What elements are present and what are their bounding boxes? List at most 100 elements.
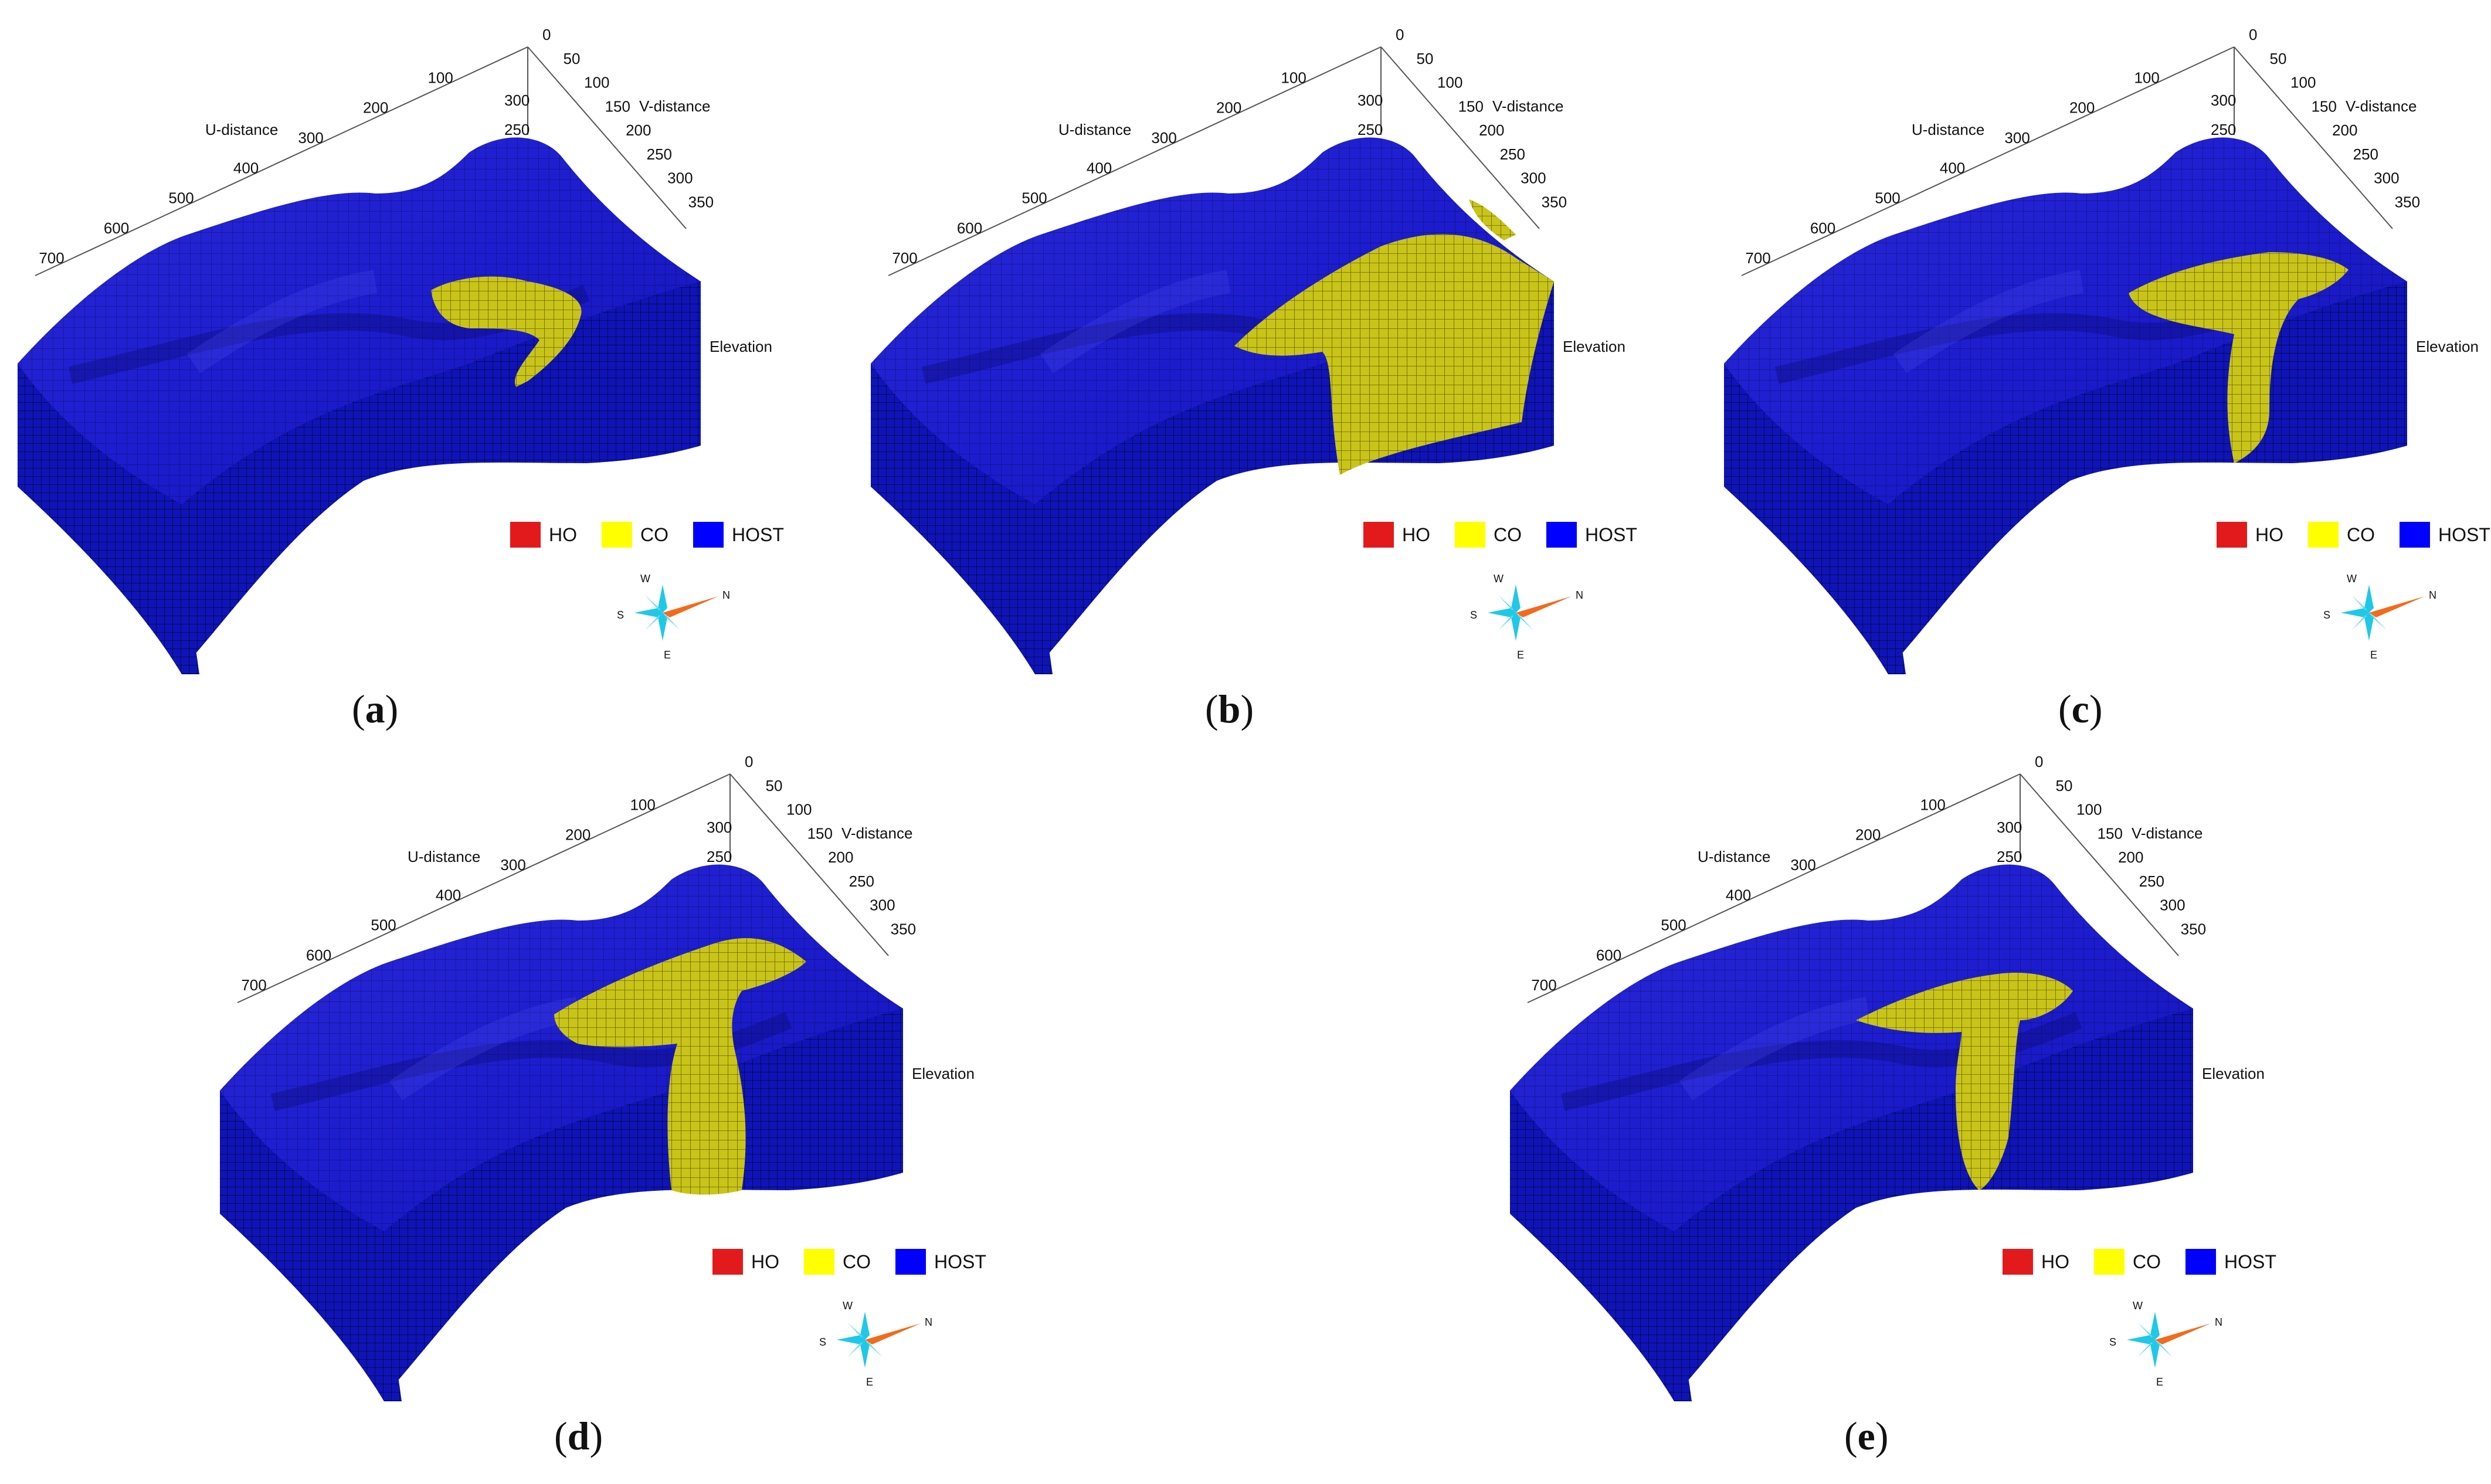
z-tick-label: 250	[504, 121, 530, 138]
z-tick-label: 250	[1358, 121, 1383, 138]
z-tick-label: 300	[1997, 819, 2022, 836]
v-tick-label: 300	[667, 169, 693, 187]
legend-item-ho: HO	[2217, 522, 2283, 548]
u-tick-label: 500	[1021, 189, 1047, 207]
legend-label: HOST	[2438, 524, 2490, 545]
axes	[1527, 773, 2179, 1003]
u-tick-label: 600	[1810, 219, 1835, 237]
v-tick-label: 350	[2181, 921, 2206, 938]
z-tick-label: 300	[707, 819, 732, 836]
legend-label: HOST	[2224, 1251, 2276, 1272]
u-tick-label: 700	[1531, 976, 1556, 994]
u-tick-label: 500	[1661, 916, 1686, 934]
legend-item-co: CO	[2308, 522, 2375, 548]
compass-w: W	[1494, 573, 1504, 585]
u-tick-label: 600	[104, 219, 129, 237]
u-tick-label: 100	[1281, 69, 1306, 86]
z-tick-label: 250	[707, 848, 732, 865]
u-tick-label: 100	[1920, 796, 1945, 813]
axis-tick-labels: 100200300400500600700U-distance050100150…	[1745, 26, 2420, 267]
u-tick-label: 700	[1745, 249, 1770, 267]
u-tick-label: 200	[1855, 826, 1881, 844]
z-tick-label: 300	[1358, 91, 1383, 109]
legend-label: CO	[843, 1251, 871, 1272]
legend-item-ho: HO	[510, 522, 577, 548]
legend-item-host: HOST	[1546, 522, 1637, 548]
terrain-block	[1724, 137, 2407, 674]
v-tick-label: 0	[2249, 26, 2257, 43]
geological-block-model: 100200300400500600700U-distance050100150…	[220, 753, 975, 1401]
v-tick-label: 100	[2076, 801, 2102, 819]
legend-item-host: HOST	[895, 1249, 986, 1275]
geological-block-model: 100200300400500600700U-distance050100150…	[871, 26, 1625, 674]
geological-block-model: 100200300400500600700U-distance050100150…	[18, 26, 772, 674]
legend-label: HO	[549, 524, 577, 545]
u-tick-label: 300	[1151, 129, 1176, 147]
v-tick-label: 300	[2160, 896, 2185, 914]
u-tick-label: 200	[1216, 99, 1241, 117]
compass-s: S	[2323, 609, 2330, 621]
v-axis-label: V-distance	[2132, 824, 2202, 842]
legend-label: HOST	[732, 524, 784, 545]
v-tick-label: 150	[605, 97, 630, 115]
panel-caption: (b)	[1205, 687, 1254, 731]
v-tick-label: 350	[1542, 193, 1567, 211]
v-axis-line	[527, 46, 687, 229]
v-tick-label: 250	[1500, 145, 1525, 163]
compass-e: E	[2370, 649, 2377, 661]
u-axis-line	[35, 46, 528, 276]
legend-label: HO	[751, 1251, 779, 1272]
compass-n: N	[2215, 1316, 2222, 1328]
legend-item-ho: HO	[2003, 1249, 2069, 1275]
legend-label: CO	[2347, 524, 2375, 545]
elevation-label: Elevation	[2416, 338, 2479, 355]
co-ore-body	[554, 938, 806, 1195]
u-tick-label: 100	[630, 796, 655, 813]
u-tick-label: 700	[241, 976, 266, 994]
elevation-label: Elevation	[710, 338, 772, 355]
co-ore-body	[431, 276, 582, 387]
legend-swatch	[693, 522, 724, 548]
v-tick-label: 50	[2056, 777, 2073, 794]
compass-n: N	[925, 1316, 932, 1328]
legend-swatch	[510, 522, 541, 548]
compass-n: N	[1576, 589, 1583, 601]
z-tick-label: 300	[2211, 91, 2236, 109]
geological-block-model: 100200300400500600700U-distance050100150…	[1724, 26, 2479, 674]
legend-label: CO	[2133, 1251, 2161, 1272]
v-axis-line	[2234, 46, 2393, 229]
v-tick-label: 250	[2353, 145, 2378, 163]
v-tick-label: 200	[626, 121, 651, 139]
legend: HO CO HOST	[2217, 522, 2491, 548]
axis-tick-labels: 100200300400500600700U-distance050100150…	[892, 26, 1567, 267]
v-tick-label: 250	[849, 872, 874, 890]
compass-s: S	[819, 1336, 826, 1348]
terrain-block	[220, 864, 903, 1401]
u-tick-label: 300	[1790, 856, 1815, 874]
v-tick-label: 350	[688, 193, 714, 211]
u-tick-label: 400	[1726, 886, 1751, 904]
u-tick-label: 100	[427, 69, 453, 86]
v-tick-label: 200	[828, 848, 853, 866]
v-tick-label: 150	[2312, 97, 2337, 115]
compass-s: S	[617, 609, 624, 621]
u-tick-label: 500	[1875, 189, 1900, 207]
legend-item-host: HOST	[693, 522, 784, 548]
co-region-grid	[1856, 973, 2073, 1190]
compass-rose: W N S E	[2323, 573, 2436, 661]
geological-block-model: 100200300400500600700U-distance050100150…	[1510, 753, 2265, 1401]
legend-swatch	[712, 1249, 743, 1275]
v-axis-line	[2020, 773, 2179, 956]
u-axis-line	[1527, 773, 2021, 1003]
v-tick-label: 300	[870, 896, 895, 914]
v-tick-label: 100	[786, 801, 812, 819]
compass-w: W	[640, 573, 650, 585]
v-tick-label: 0	[2035, 753, 2043, 770]
v-axis-label: V-distance	[841, 824, 912, 842]
u-tick-label: 600	[306, 946, 331, 964]
